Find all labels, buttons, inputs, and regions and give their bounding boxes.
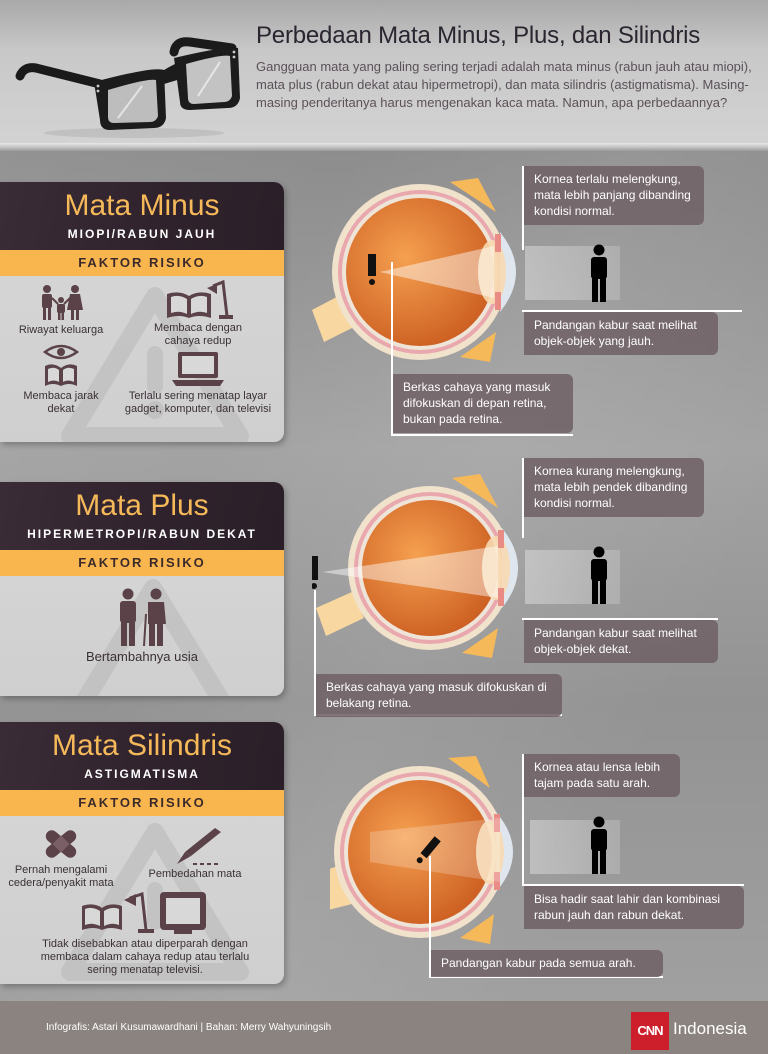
risk-label: Membaca dengan cahaya redup — [153, 322, 243, 347]
risk-factor-band: FAKTOR RISIKO — [0, 550, 284, 576]
elderly-icon — [120, 588, 166, 647]
callout-vision: Pandangan kabur saat melihat objek-objek… — [524, 312, 718, 355]
section-subtitle: ASTIGMATISMA — [84, 767, 200, 781]
risk-label: Tidak disebabkan atau diperparah dengan … — [40, 938, 250, 976]
risk-item: Membaca jarak dekat — [16, 342, 106, 416]
callout-focus: Berkas cahaya yang masuk difokuskan di d… — [393, 374, 573, 433]
callout-cornea: Kornea kurang melengkung, mata lebih pen… — [524, 458, 704, 517]
risk-factor-list: Bertambahnya usia — [0, 576, 284, 696]
section-subtitle: MIOPI/RABUN JAUH — [67, 227, 217, 241]
risk-label: Pernah mengalami cedera/penyakit mata — [8, 864, 114, 889]
callout-cornea: Kornea atau lensa lebih tajam pada satu … — [524, 754, 680, 797]
panel-header: Mata Silindris ASTIGMATISMA — [0, 722, 284, 790]
callout-vision: Pandangan kabur saat melihat objek-objek… — [524, 620, 718, 663]
risk-label: Pembedahan mata — [148, 868, 242, 880]
credits: Infografis: Astari Kusumawardhani | Baha… — [46, 1022, 332, 1033]
risk-item: Terlalu sering menatap layar gadget, kom… — [118, 350, 278, 416]
callout-leader — [429, 856, 431, 978]
section-title: Mata Plus — [75, 489, 209, 522]
callout-leader — [429, 976, 663, 978]
risk-item: Pembedahan mata — [140, 826, 250, 881]
footer: Infografis: Astari Kusumawardhani | Baha… — [0, 1001, 768, 1054]
callout-leader — [314, 590, 316, 716]
callout-leader — [522, 166, 524, 250]
eye-book-icon — [42, 344, 80, 386]
panel-mata-plus: Mata Plus HIPERMETROPI/RABUN DEKAT FAKTO… — [0, 482, 284, 696]
callout-leader — [522, 618, 718, 620]
section-subtitle: HIPERMETROPI/RABUN DEKAT — [27, 527, 257, 541]
person-icon — [591, 244, 607, 302]
scalpel-icon — [177, 828, 221, 865]
callout-cornea: Kornea terlalu melengkung, mata lebih pa… — [524, 166, 704, 225]
callout-leader — [522, 754, 524, 884]
eye-diagram-myopia — [312, 178, 516, 362]
callout-leader — [391, 434, 573, 436]
risk-item: Tidak disebabkan atau diperparah dengan … — [40, 890, 250, 977]
callout-leader — [391, 262, 393, 436]
callout-focus: Pandangan kabur pada semua arah. — [431, 950, 663, 977]
callout-leader — [522, 884, 744, 886]
risk-label: Bertambahnya usia — [85, 649, 198, 664]
panel-header: Mata Plus HIPERMETROPI/RABUN DEKAT — [0, 482, 284, 550]
eyeglasses-icon — [15, 37, 240, 138]
callout-focus: Berkas cahaya yang masuk difokuskan di b… — [316, 674, 562, 717]
page-title: Perbedaan Mata Minus, Plus, dan Silindri… — [256, 22, 701, 49]
panel-mata-minus: Mata Minus MIOPI/RABUN JAUH FAKTOR RISIK… — [0, 182, 284, 442]
cnn-logo-text: Indonesia — [673, 1019, 747, 1038]
risk-factor-list: Riwayat keluarga Membaca dengan cahaya r… — [0, 276, 284, 442]
section-title: Mata Minus — [64, 189, 220, 222]
risk-label: Membaca jarak dekat — [23, 390, 99, 415]
risk-factor-band: FAKTOR RISIKO — [0, 250, 284, 276]
panel-header: Mata Minus MIOPI/RABUN JAUH — [0, 182, 284, 250]
person-icon — [591, 816, 607, 874]
risk-factor-list: Pernah mengalami cedera/penyakit mata Pe… — [0, 816, 284, 984]
section-title: Mata Silindris — [51, 729, 233, 762]
intro-text: Gangguan mata yang paling sering terjadi… — [256, 59, 752, 110]
laptop-icon — [172, 352, 224, 386]
risk-label: Terlalu sering menatap layar gadget, kom… — [124, 390, 272, 415]
person-icon — [591, 546, 607, 604]
header-divider — [0, 143, 768, 151]
risk-item: Riwayat keluarga — [16, 284, 106, 337]
header: Perbedaan Mata Minus, Plus, dan Silindri… — [0, 0, 768, 145]
family-icon — [42, 285, 83, 320]
risk-label: Riwayat keluarga — [18, 324, 104, 336]
panel-mata-silindris: Mata Silindris ASTIGMATISMA FAKTOR RISIK… — [0, 722, 284, 984]
cnn-logo-mark: CNN — [631, 1012, 669, 1050]
book-lamp-tv-icon — [82, 891, 206, 934]
eye-diagram-hyperopia — [312, 474, 518, 658]
book-lamp-icon — [167, 280, 233, 319]
callout-vision: Bisa hadir saat lahir dan kombinasi rabu… — [524, 886, 744, 929]
risk-factor-band: FAKTOR RISIKO — [0, 790, 284, 816]
risk-item: Membaca dengan cahaya redup — [138, 280, 258, 348]
callout-leader — [522, 310, 742, 312]
eye-diagram-astigmatism — [330, 756, 513, 944]
callout-leader — [522, 458, 524, 538]
warning-triangle-icon — [76, 579, 230, 696]
risk-item: Bertambahnya usia — [72, 588, 212, 663]
risk-item: Pernah mengalami cedera/penyakit mata — [6, 826, 116, 890]
bandage-icon — [45, 830, 77, 858]
